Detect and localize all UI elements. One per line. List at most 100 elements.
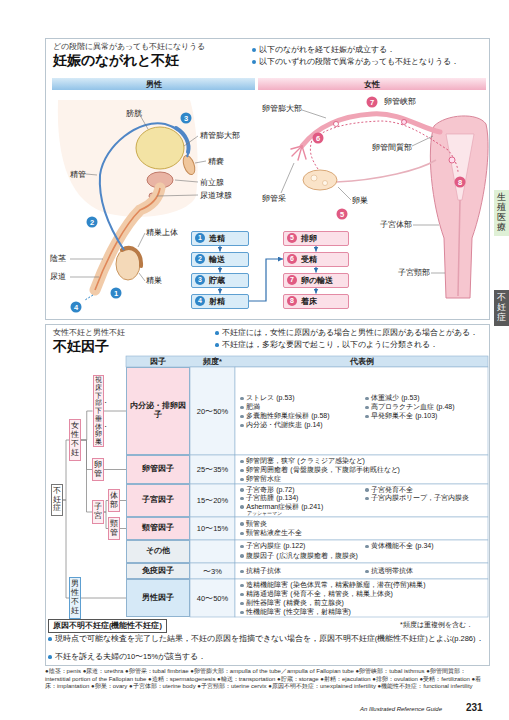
flow-arrow (315, 246, 316, 252)
tree-connector (81, 598, 126, 599)
frequency-cell (190, 367, 235, 455)
process-box: 5 排卵 (283, 231, 349, 246)
node-text: 着床 (301, 296, 317, 307)
text-label: 25〜35% (190, 465, 235, 474)
body-region (58, 100, 198, 217)
factor-cell: 卵管因子 (126, 455, 190, 484)
text-label: 精管膨大部 (200, 131, 240, 140)
illustration-part (195, 161, 206, 163)
egg (334, 122, 339, 127)
step-number: 7 (287, 275, 297, 285)
ovary (303, 170, 337, 190)
process-box: 1 造精 (191, 231, 249, 246)
illustration-part (302, 110, 326, 118)
flow-arrow (315, 288, 316, 294)
bullet-dot (48, 655, 52, 659)
flow-arrow (219, 288, 220, 294)
bullet-dot (215, 331, 219, 335)
factor-cell: その他 (126, 540, 190, 563)
tree-box: 不妊症 (51, 484, 63, 516)
node-text: 貯蔵 (209, 275, 225, 286)
tree-box: 体部 (108, 489, 120, 513)
text-label: 尿道 (50, 272, 66, 281)
ejaculation-arrow (85, 295, 93, 300)
node-text: 子宮因子 (142, 496, 174, 505)
bullet-dot (240, 415, 244, 419)
bullet-note: 不妊症は，多彩な要因で起こり，以下のように分類される． (215, 340, 487, 349)
illustration-part (184, 136, 198, 146)
text-label: 〜3% (190, 567, 235, 576)
leader-lines (281, 110, 445, 273)
bullet-dot (240, 593, 244, 597)
node-text: 排卵 (301, 233, 317, 244)
illustration-part (412, 136, 433, 146)
example-item: 抗透明帯抗体 (365, 567, 413, 575)
bullet-dot (240, 570, 244, 574)
bullet-dot (240, 406, 244, 410)
callout-number: 7 (367, 97, 378, 108)
text-label: 精嚢 (208, 157, 224, 166)
bullet-note: 以下のながれを経て妊娠が成立する． (252, 45, 488, 55)
follicle (323, 181, 328, 186)
section-panel: どの段階に異常があっても不妊になりうる妊娠のながれと不妊男性女性1造精2輸送3貯… (45, 38, 490, 320)
tree-box: 視床下部・下垂体・卵巣 (93, 375, 104, 446)
frequency-cell (190, 579, 235, 617)
flow-arrow (219, 267, 220, 273)
node-text: 頸管 (110, 520, 118, 538)
text-label: 231 (466, 702, 483, 714)
process-box: 6受精 (283, 252, 349, 267)
example-item: 体重減少 (p.53) (365, 394, 420, 402)
text-label: 精巣 (146, 276, 162, 285)
factor-cell: 頸管因子 (126, 517, 190, 540)
example-cell (235, 367, 488, 455)
table-header-row (126, 356, 488, 367)
bullet-dot (240, 469, 244, 473)
bullet-dot (215, 343, 219, 347)
process-box: 7卵の輸送 (283, 273, 349, 288)
node-text: その他 (146, 547, 170, 556)
step-number: 4 (195, 296, 205, 306)
process-box: 3貯蔵 (191, 273, 249, 288)
follicle (311, 175, 317, 181)
node-text: 女性不妊 (71, 422, 79, 457)
example-item: 頸管粘液産生不全 (240, 529, 302, 537)
illustration-part (138, 233, 145, 247)
factor-cell: 免疫因子 (126, 563, 190, 579)
text-label: 子宮頸部 (398, 268, 430, 277)
text-label: 代表例 (235, 357, 488, 366)
illustration-part (141, 117, 148, 129)
bullet-note: 以下のいずれの段階で異常があっても不妊となりうる． (252, 57, 488, 67)
frequency-cell (190, 455, 235, 484)
callout-number: 4 (71, 302, 82, 313)
frequency-cell (190, 517, 235, 540)
node-text: 男性不妊 (71, 580, 79, 615)
tree-connector (104, 411, 127, 412)
urethra (95, 188, 160, 290)
step-number: 1 (195, 233, 205, 243)
bullet-note: 不妊症には，女性に原因がある場合と男性に原因がある場合とがある． (215, 328, 487, 337)
blastocyst (449, 157, 455, 163)
flow-arrow (219, 246, 220, 252)
process-box: 4射精 (191, 294, 249, 309)
text-label: 尿道球腺 (200, 191, 232, 200)
side-tab: 不妊症 (494, 290, 509, 326)
bullet-dot (365, 570, 369, 574)
bullet-dot (240, 478, 244, 482)
text-label: 膀胱 (126, 109, 142, 118)
bullet-dot (240, 488, 244, 492)
step-number: 5 (287, 233, 297, 243)
text-label: 頻度* (190, 357, 235, 366)
bullet-dot (252, 48, 256, 52)
node-text: 内分泌・排卵因子 (129, 402, 187, 419)
ovarian-ligament (336, 160, 436, 182)
node-text: 女性 (364, 79, 380, 90)
bullet-dot (365, 406, 369, 410)
node-text: 造精 (209, 233, 225, 244)
example-cell (235, 517, 488, 540)
bullet-dot (240, 602, 244, 606)
table-grid (126, 356, 488, 617)
bullet-dot (365, 545, 369, 549)
illustration-part (70, 277, 99, 278)
illustration-part (70, 259, 103, 260)
node-text: 生殖医療 (497, 193, 506, 233)
